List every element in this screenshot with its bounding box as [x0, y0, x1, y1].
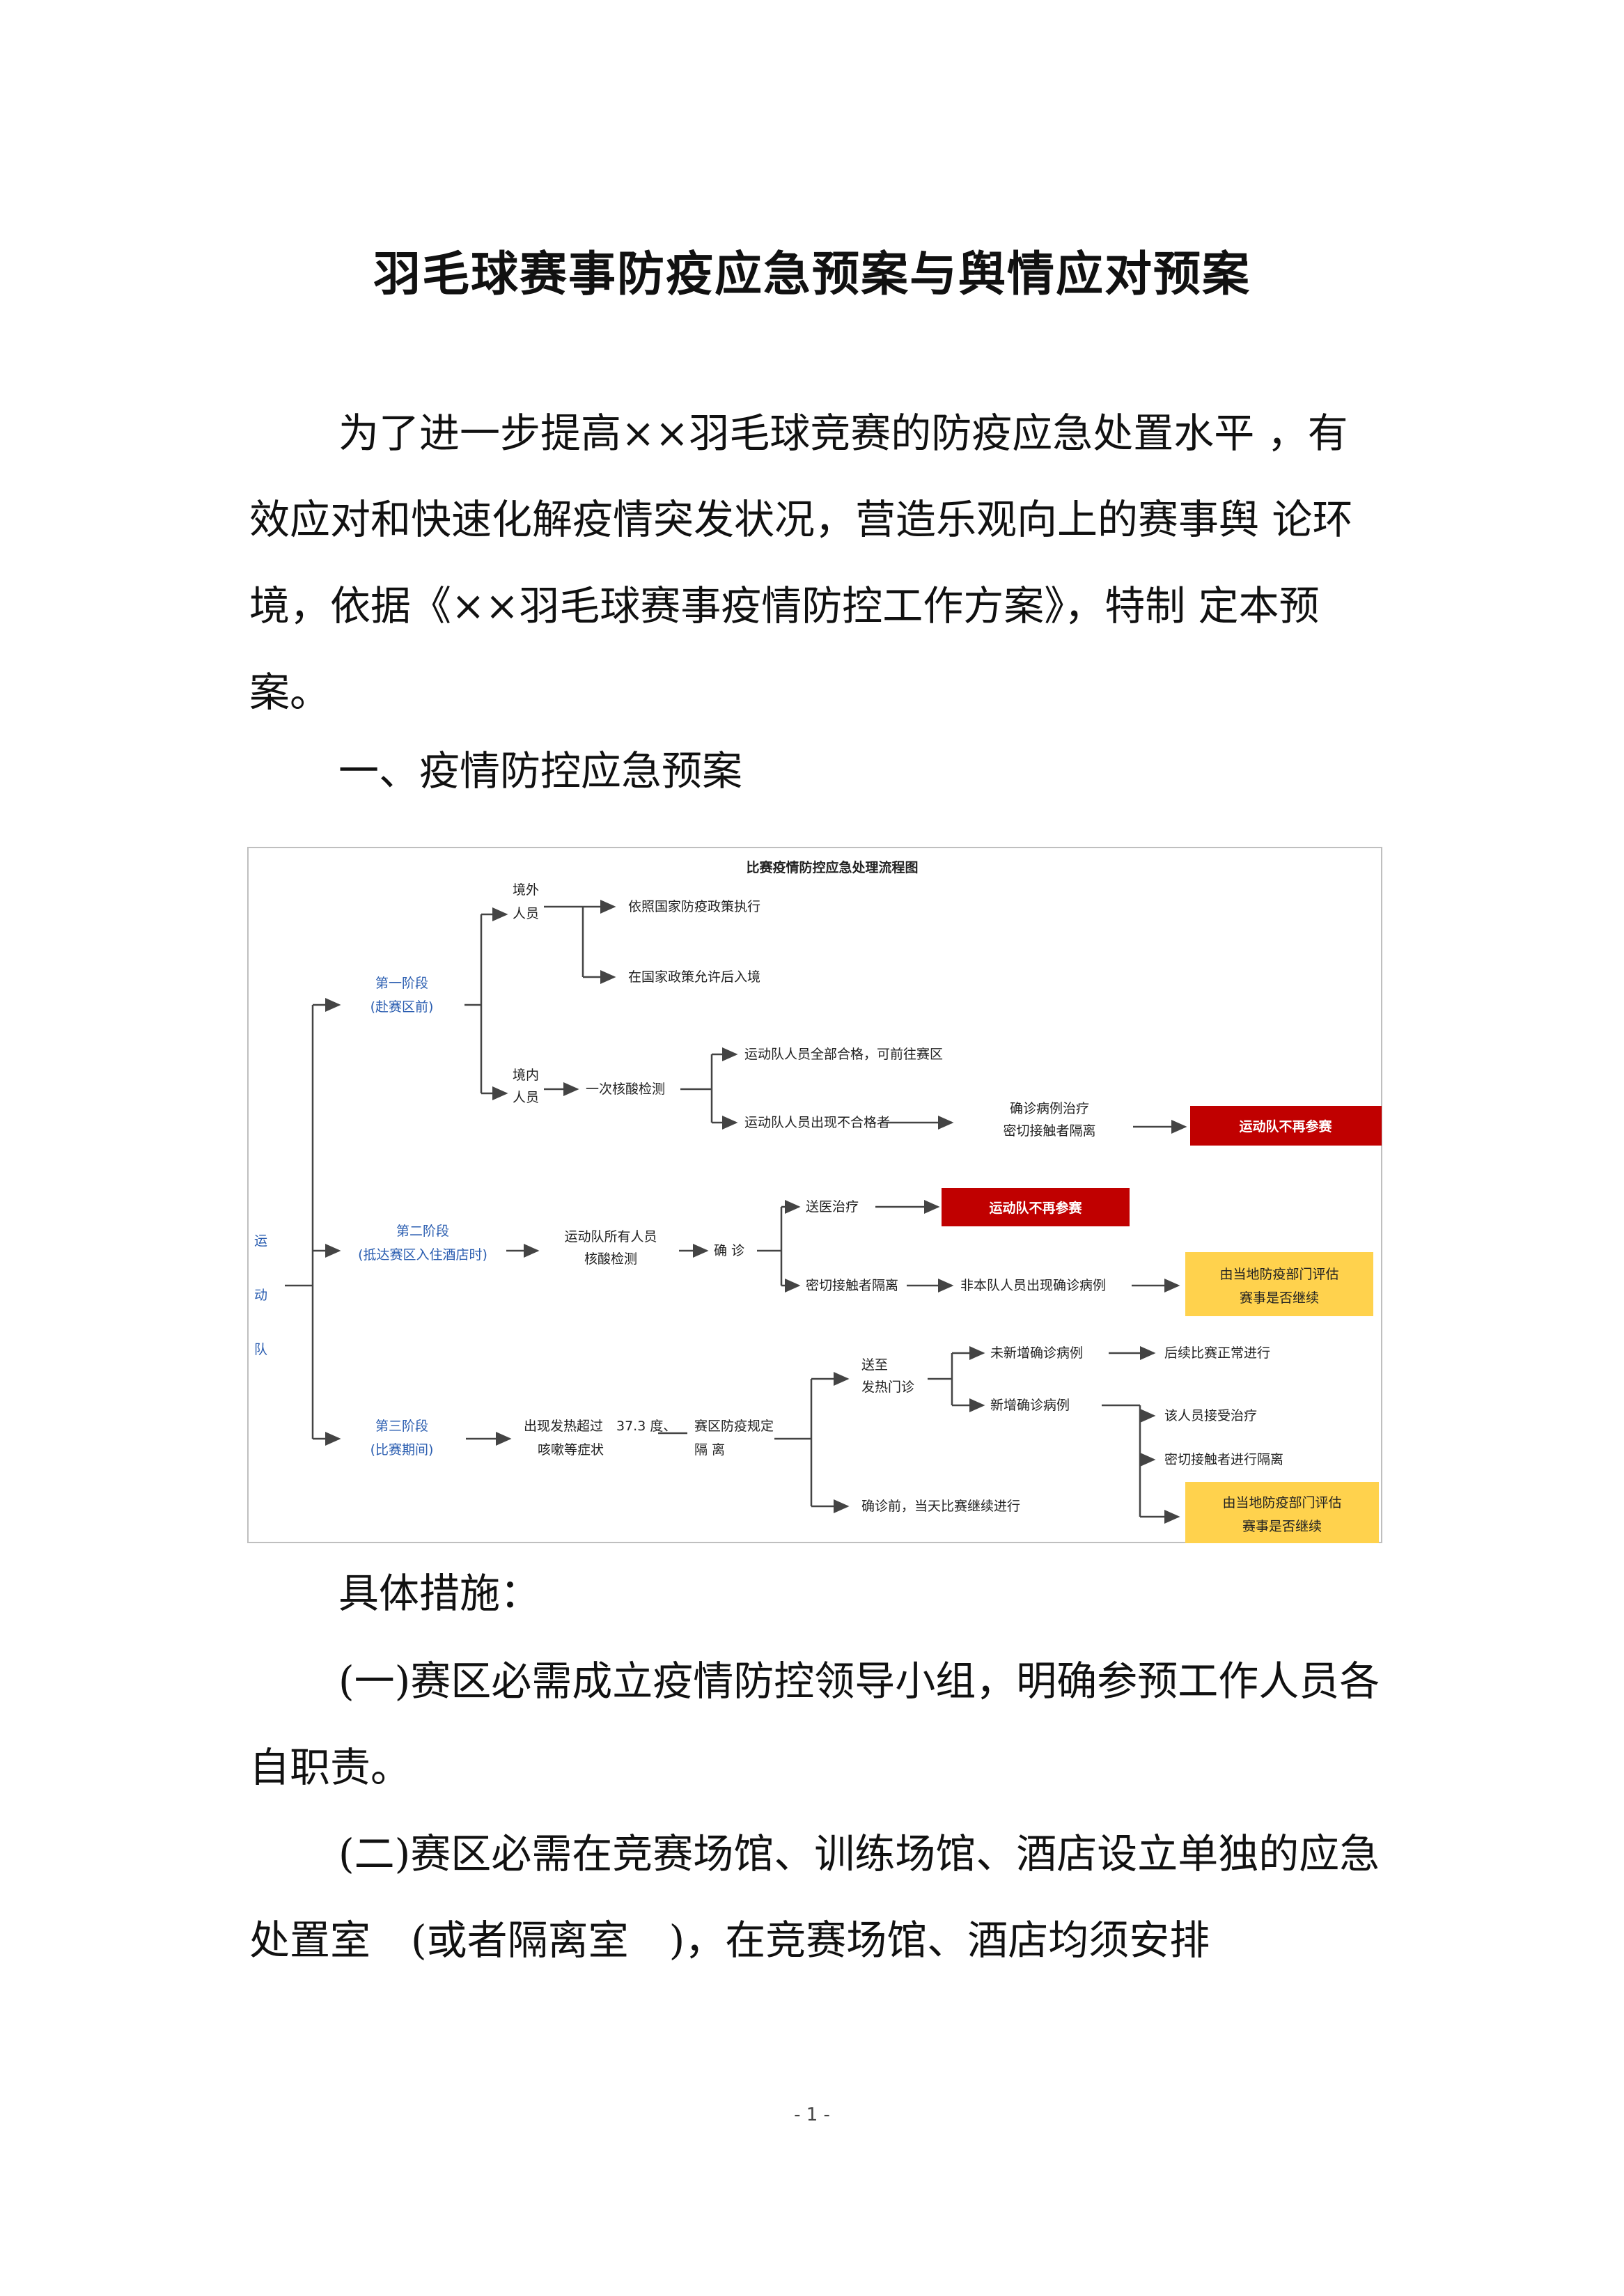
root-label-2: 动: [254, 1288, 267, 1303]
overseas-sub: 人员: [513, 906, 539, 921]
all-members-label: 运动队所有人员: [564, 1229, 657, 1244]
page-number: - 1 -: [794, 2104, 830, 2125]
fail-case: 运动队人员出现不合格者: [744, 1115, 890, 1130]
venue-isolate-label: 赛区防疫规定: [694, 1419, 774, 1434]
yellow-box-2-line2: 赛事是否继续: [1242, 1519, 1322, 1534]
continue-normal: 后续比赛正常进行: [1164, 1345, 1270, 1361]
domestic-sub: 人员: [513, 1090, 539, 1105]
root-label-1: 运: [254, 1233, 267, 1249]
stage3-sub: (比赛期间): [370, 1442, 434, 1458]
before-confirm: 确诊前，当天比赛继续进行: [861, 1499, 1020, 1514]
all-members-sub: 核酸检测: [584, 1251, 637, 1267]
no-new-case: 未新增确诊病例: [990, 1345, 1083, 1361]
non-team-case: 非本队人员出现确诊病例: [960, 1278, 1106, 1293]
symptom-label: 出现发热超过 37.3 度、: [524, 1419, 676, 1434]
measures-heading: 具体措施：: [338, 1570, 541, 1617]
all-pass: 运动队人员全部合格，可前往赛区: [744, 1047, 943, 1062]
yellow-box-2: [1185, 1482, 1379, 1543]
measure-2: (二)赛区必需在竞赛场馆、训练场馆、酒店设立单独的应急处置室 (或者隔离室 )，…: [249, 1830, 1380, 1964]
stage2-label: 第二阶段: [396, 1224, 449, 1239]
treat-sub: 密切接触者隔离: [1003, 1123, 1095, 1139]
symptom-sub: 咳嗽等症状: [538, 1442, 604, 1458]
confirmed-label: 确 诊: [714, 1243, 744, 1258]
close-isolate: 密切接触者隔离: [806, 1278, 898, 1293]
close-isolate-2: 密切接触者进行隔离: [1164, 1452, 1283, 1467]
stage2-sub: (抵达赛区入住酒店时): [358, 1247, 487, 1263]
stage1-label: 第一阶段: [375, 976, 428, 991]
domestic-label: 境内: [513, 1068, 539, 1083]
person-treat: 该人员接受治疗: [1164, 1408, 1257, 1423]
nucleic-test: 一次核酸检测: [586, 1081, 665, 1097]
flowchart-title: 比赛疫情防控应急处理流程图: [746, 859, 918, 875]
overseas-policy: 依照国家防疫政策执行: [628, 899, 760, 914]
red-box-1: [1190, 1106, 1382, 1146]
new-case: 新增确诊病例: [990, 1398, 1070, 1413]
yellow-box-2-line1: 由当地防疫部门评估: [1222, 1495, 1341, 1510]
measure-1: (一)赛区必需成立疫情防控领导小组，明确参预工作人员各自职责。: [249, 1657, 1380, 1791]
send-treat: 送医治疗: [806, 1199, 859, 1215]
send-clinic-label: 送至: [861, 1357, 888, 1373]
document-title: 羽毛球赛事防疫应急预案与舆情应对预案: [373, 247, 1251, 302]
treat-label: 确诊病例治疗: [1010, 1101, 1089, 1116]
section-heading: 一、疫情防控应急预案: [338, 747, 743, 795]
yellow-box-1-line2: 赛事是否继续: [1240, 1290, 1319, 1306]
root-label-3: 队: [254, 1342, 267, 1357]
send-clinic-sub: 发热门诊: [861, 1380, 914, 1395]
overseas-label: 境外: [513, 882, 539, 898]
intro-paragraph: 为了进一步提高××羽毛球竞赛的防疫应急处置水平 ，有效应对和快速化解疫情突发状况…: [249, 409, 1353, 716]
red-box-1-text: 运动队不再参赛: [1239, 1118, 1332, 1134]
red-box-2-text: 运动队不再参赛: [989, 1200, 1082, 1216]
venue-isolate-sub: 隔 离: [694, 1442, 725, 1458]
yellow-box-1-line1: 由当地防疫部门评估: [1219, 1267, 1338, 1282]
stage1-sub: (赴赛区前): [370, 999, 434, 1015]
flowchart-figure: 比赛疫情防控应急处理流程图 运 动 队 第一阶段 (赴赛区前) 境外 人员 依照…: [247, 847, 1382, 1543]
red-box-2: [942, 1188, 1130, 1226]
yellow-box-1: [1185, 1252, 1373, 1316]
overseas-entry: 在国家政策允许后入境: [628, 969, 760, 985]
stage3-label: 第三阶段: [375, 1419, 428, 1434]
